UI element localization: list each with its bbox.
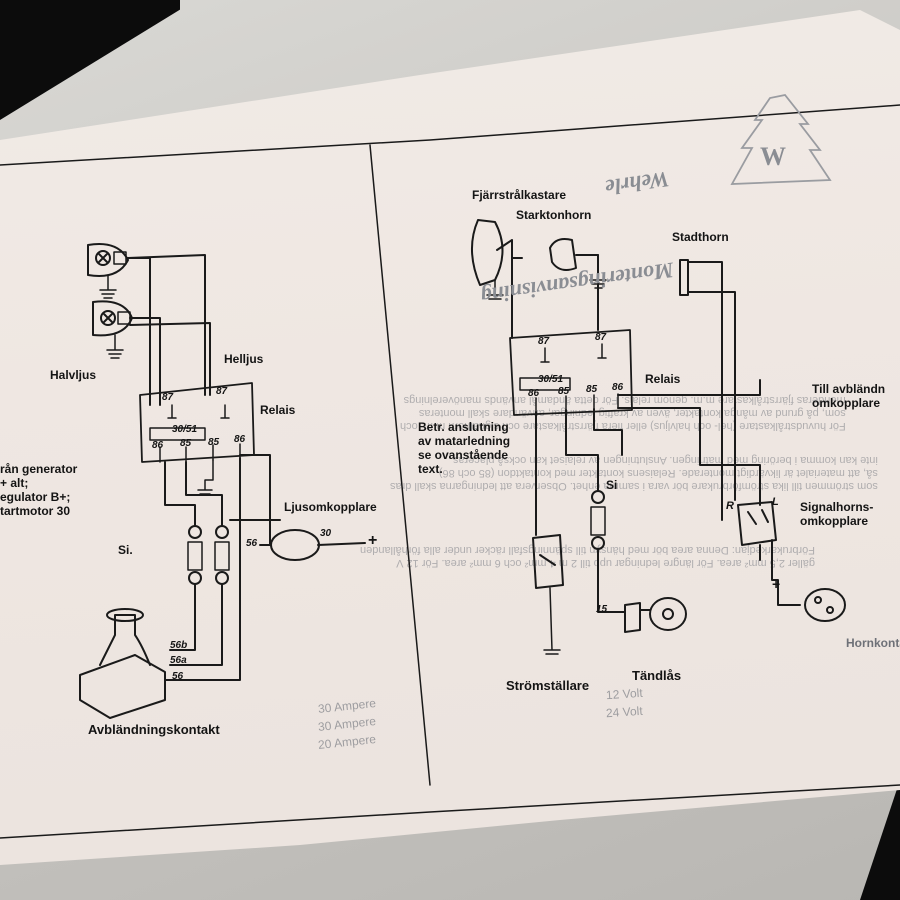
terminal-86b: 86 bbox=[234, 434, 246, 445]
generator-line-1: rån generator bbox=[0, 462, 78, 476]
label-hornkontakt: Hornkonta bbox=[846, 636, 900, 650]
plus-right: + bbox=[772, 576, 781, 592]
label-12-volt: 12 Volt bbox=[605, 685, 644, 703]
ignition-lock-icon bbox=[624, 602, 641, 633]
label-till-avblandn-2: omkopplare bbox=[812, 396, 881, 410]
label-till-avblandn-1: Till avbländn bbox=[812, 382, 886, 396]
label-relais-left: Relais bbox=[260, 403, 296, 417]
r-terminal-86a: 86 bbox=[528, 388, 540, 399]
headlamp-icon-2 bbox=[92, 300, 133, 337]
label-24-volt: 24 Volt bbox=[605, 703, 644, 721]
wehrle-logo-icon bbox=[730, 94, 832, 185]
label-si-left: Si. bbox=[118, 543, 133, 557]
generator-line-2: + alt; bbox=[0, 476, 29, 490]
label-fjarrstralkastare: Fjärrstrålkastare bbox=[472, 188, 567, 202]
label-signalhorns-2: omkopplare bbox=[800, 514, 869, 528]
brand-w: W bbox=[760, 142, 786, 171]
ground-icon-2 bbox=[106, 334, 124, 359]
panel-divider-line bbox=[369, 144, 431, 786]
terminal-86a: 86 bbox=[152, 440, 164, 451]
label-relais-right: Relais bbox=[645, 372, 681, 386]
label-starktonhorn: Starktonhorn bbox=[516, 208, 592, 222]
r-terminal-30-51: 30/51 bbox=[538, 374, 564, 385]
r-terminal-87b: 87 bbox=[595, 332, 607, 343]
terminal-56-low: 56 bbox=[172, 671, 184, 682]
horn-icon-1 bbox=[549, 238, 577, 271]
r-terminal-86b: 86 bbox=[612, 382, 624, 393]
label-ljusomkopplare: Ljusomkopplare bbox=[284, 500, 377, 514]
label-helljus: Helljus bbox=[224, 352, 264, 366]
horn-icon-2 bbox=[679, 259, 689, 296]
note-line-3: se ovanstående bbox=[418, 448, 509, 462]
dimmer-contact-icon bbox=[79, 654, 166, 719]
horn-contact-icon bbox=[804, 588, 846, 622]
generator-line-4: tartmotor 30 bbox=[0, 504, 71, 518]
terminal-15: 15 bbox=[596, 604, 608, 615]
note-line-1: Betr. anslutning bbox=[418, 420, 509, 434]
terminal-30-51-left: 30/51 bbox=[172, 424, 198, 435]
terminal-87a: 87 bbox=[162, 392, 174, 403]
terminal-85b: 85 bbox=[208, 437, 220, 448]
frame-bottom-line bbox=[0, 784, 900, 839]
r-terminal-85a: 85 bbox=[558, 386, 570, 397]
plus-left: + bbox=[368, 532, 378, 549]
label-l: L bbox=[772, 496, 779, 508]
label-signalhorns-1: Signalhorns- bbox=[800, 500, 874, 514]
label-r: R bbox=[726, 500, 734, 512]
headlamp-icon-1 bbox=[87, 243, 129, 277]
frame-top-line bbox=[0, 104, 900, 166]
terminal-56b: 56b bbox=[170, 640, 188, 651]
label-tandlas: Tändlås bbox=[632, 668, 682, 683]
label-avblandningskontakt: Avbländningskontakt bbox=[88, 722, 220, 737]
fuse-3 bbox=[590, 506, 606, 536]
strom-switch-icon bbox=[532, 534, 564, 589]
terminal-56a: 56a bbox=[170, 655, 187, 666]
fuse-1 bbox=[187, 541, 203, 571]
terminal-85a: 85 bbox=[180, 438, 192, 449]
terminal-56: 56 bbox=[246, 538, 258, 549]
terminal-30: 30 bbox=[320, 528, 332, 539]
label-halvljus: Halvljus bbox=[50, 368, 97, 382]
relay-box-right bbox=[509, 329, 633, 416]
light-switch-icon bbox=[270, 529, 320, 561]
terminal-87b: 87 bbox=[216, 386, 228, 397]
horn-switch-icon bbox=[737, 501, 777, 546]
generator-line-3: egulator B+; bbox=[0, 490, 71, 504]
driving-lamp-icon bbox=[470, 219, 504, 286]
ground-icon-1 bbox=[99, 274, 117, 299]
fuse-2 bbox=[214, 541, 230, 571]
r-terminal-87a: 87 bbox=[538, 336, 550, 347]
note-line-4: text. bbox=[418, 462, 443, 476]
note-line-2: av matarledning bbox=[418, 434, 511, 448]
label-si-right: Si bbox=[606, 478, 618, 492]
r-terminal-85b: 85 bbox=[586, 384, 598, 395]
label-stadthorn: Stadthorn bbox=[672, 230, 729, 244]
label-stromstallare: Strömställare bbox=[506, 678, 590, 693]
